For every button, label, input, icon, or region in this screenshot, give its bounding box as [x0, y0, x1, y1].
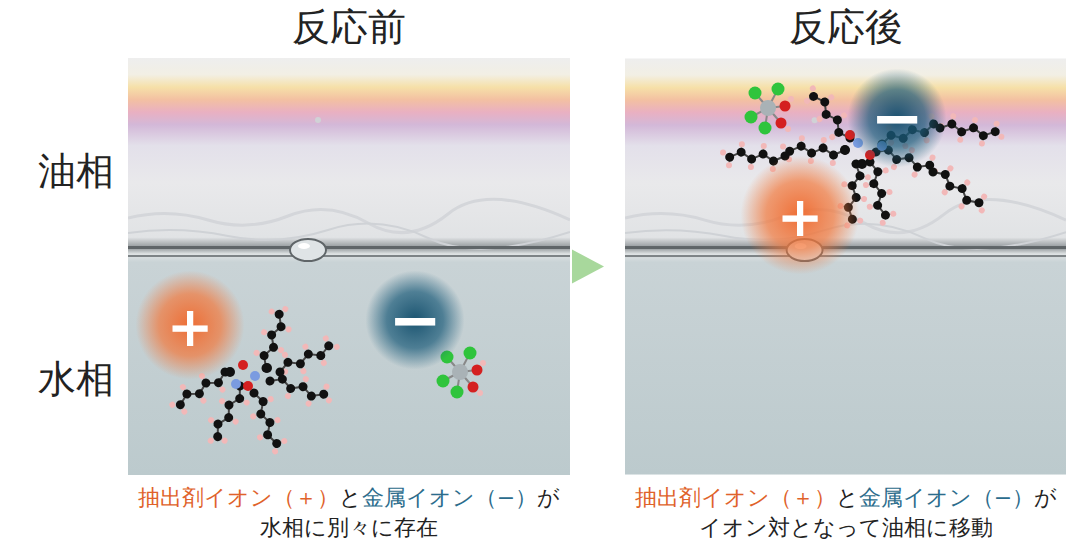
- ion-charge-glow: −: [847, 68, 947, 168]
- phase-panel: 反応前＋−: [128, 58, 570, 475]
- caption-text: が: [1034, 485, 1057, 510]
- panel-title: 反応後: [625, 4, 1066, 50]
- charge-sign: −: [870, 86, 924, 150]
- ion-charge-glow: −: [365, 270, 465, 370]
- caption-text: 金属イオン（−）: [362, 485, 537, 510]
- charge-sign: ＋: [158, 293, 222, 357]
- caption-text: と: [339, 485, 362, 510]
- ion-charge-glow: ＋: [740, 155, 860, 275]
- caption-text: が: [537, 485, 560, 510]
- charge-sign: −: [388, 288, 442, 352]
- flow-arrow: [570, 250, 625, 284]
- caption-line: イオン対となって油相に移動: [699, 514, 993, 542]
- panel-title: 反応前: [128, 4, 570, 50]
- caption-text: 水相に別々に存在: [260, 515, 438, 540]
- caption-text: イオン対となって油相に移動: [699, 515, 993, 540]
- charge-sign: ＋: [768, 183, 832, 247]
- caption-text: と: [836, 485, 859, 510]
- caption-line: 抽出剤イオン（＋）と金属イオン（−）が: [138, 484, 560, 512]
- phase-label: 水相: [38, 356, 114, 402]
- ion-charge-glow: ＋: [135, 270, 245, 380]
- caption-text: 抽出剤イオン（＋）: [635, 485, 836, 510]
- caption-line: 抽出剤イオン（＋）と金属イオン（−）が: [635, 484, 1057, 512]
- caption-text: 抽出剤イオン（＋）: [138, 485, 339, 510]
- phase-panel: 反応後＋−: [625, 58, 1066, 475]
- phase-label: 油相: [38, 148, 114, 194]
- caption-text: 金属イオン（−）: [859, 485, 1034, 510]
- caption-line: 水相に別々に存在: [260, 514, 438, 542]
